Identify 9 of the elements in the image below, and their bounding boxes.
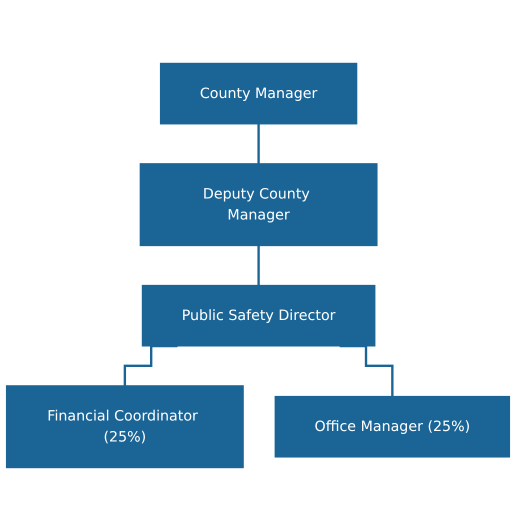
connector xyxy=(257,244,260,286)
node-box: Deputy County Manager xyxy=(140,163,378,246)
node-box: Financial Coordinator (25%) xyxy=(6,385,244,468)
node-box: Office Manager (25%) xyxy=(274,396,510,458)
connector xyxy=(124,344,178,387)
node-box: Public Safety Director xyxy=(142,284,376,346)
connector xyxy=(257,122,260,165)
connector xyxy=(340,344,394,398)
node-box: County Manager xyxy=(160,62,358,124)
